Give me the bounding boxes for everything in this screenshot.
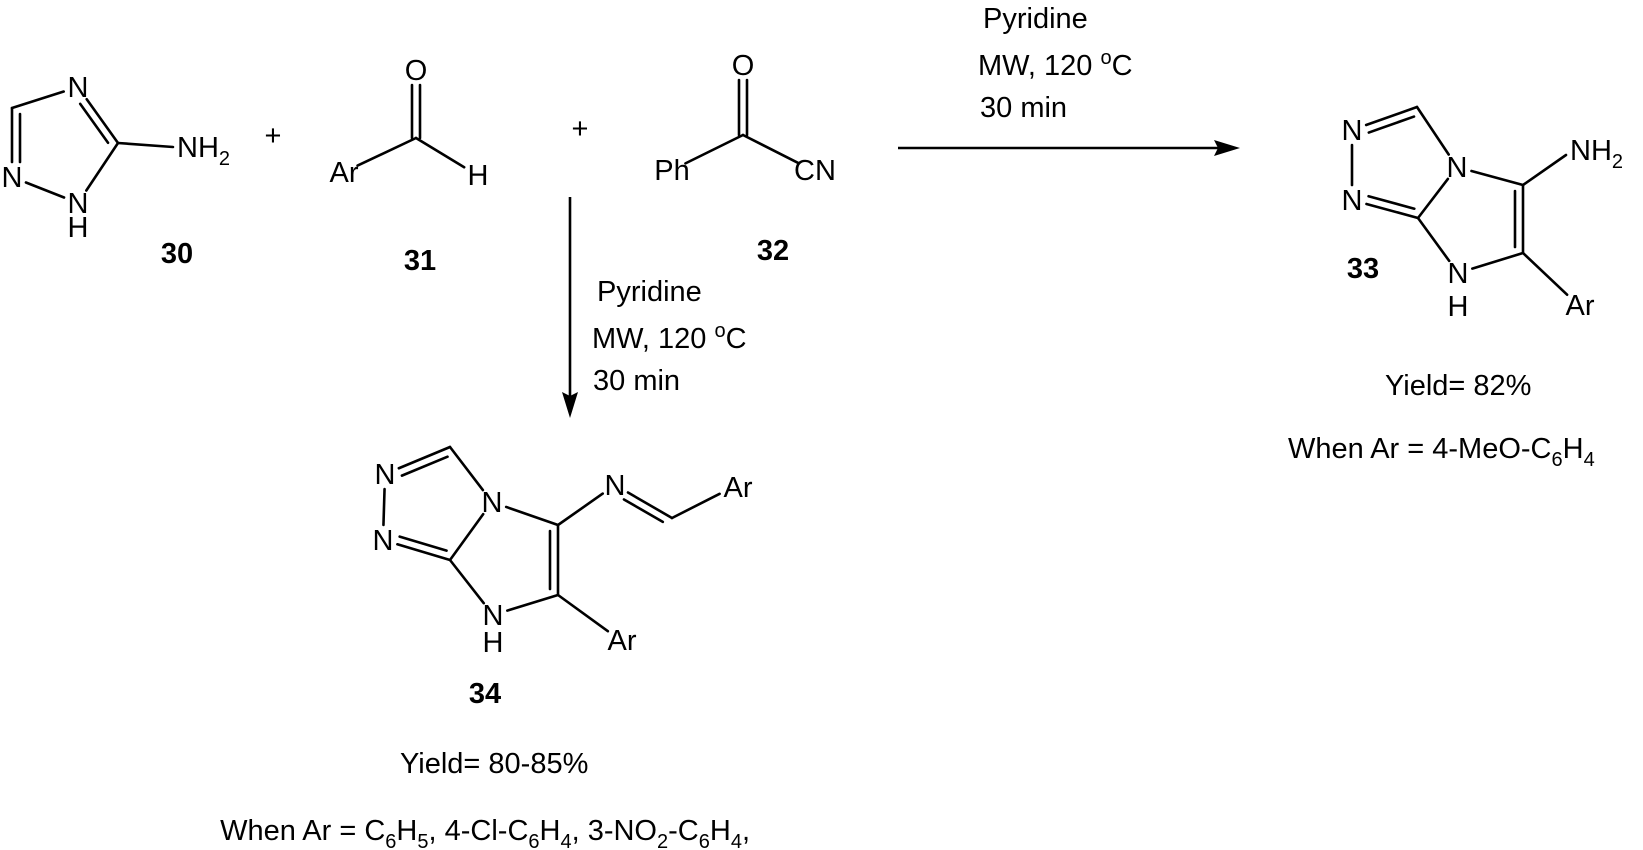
- bond: [1367, 115, 1416, 134]
- atom-n1: N: [2, 162, 23, 194]
- bond: [670, 492, 721, 520]
- atom-n2: N: [373, 525, 394, 557]
- bond: [24, 181, 66, 199]
- bond: [556, 593, 610, 633]
- bond: [85, 141, 120, 192]
- bond: [1470, 169, 1525, 187]
- bond: [504, 505, 560, 527]
- compound-31: O Ar H 31: [330, 55, 489, 277]
- bond: [741, 133, 800, 165]
- aryl-group: Ar: [330, 157, 359, 189]
- bond: [356, 136, 418, 167]
- bond: [1521, 153, 1568, 187]
- compound-33: N N N N H NH2 Ar 33 Yield= 82% When Ar =…: [1288, 115, 1623, 471]
- atom-o: O: [405, 55, 428, 87]
- substituent-condition: When Ar = C6H5, 4-Cl-C6H4, 3-NO2-C6H4,: [220, 815, 750, 850]
- atom-nh: N: [1448, 258, 1469, 290]
- bond: [1415, 105, 1450, 156]
- substituent-condition: When Ar = 4-MeO-C6H4: [1288, 433, 1595, 471]
- conditions-vertical: Pyridine MW, 120 oC 30 min: [592, 276, 747, 397]
- time-label: 30 min: [593, 365, 680, 397]
- compound-30: N N N H NH2 30: [2, 72, 230, 270]
- bond: [400, 455, 449, 477]
- bond: [396, 542, 452, 562]
- amino-group: NH2: [1570, 135, 1623, 173]
- bond: [397, 445, 452, 470]
- compound-32: O Ph CN 32: [654, 50, 836, 267]
- reaction-arrow-horizontal: [898, 140, 1240, 156]
- bond: [684, 133, 745, 165]
- bond: [506, 593, 560, 612]
- bond: [78, 102, 110, 145]
- compound-number-32: 32: [757, 235, 789, 267]
- aryl-group-imine: Ar: [724, 472, 753, 504]
- bond: [448, 445, 485, 492]
- solvent-label: Pyridine: [597, 276, 702, 308]
- bond: [1365, 202, 1420, 220]
- bond: [1367, 194, 1416, 211]
- plus-sign: +: [265, 120, 282, 152]
- compound-number-31: 31: [404, 245, 436, 277]
- temperature-label: MW, 120 oC: [592, 320, 747, 355]
- aryl-group: Ar: [608, 625, 637, 657]
- bond: [448, 512, 485, 562]
- bond: [1471, 251, 1525, 270]
- compound-number-34: 34: [469, 678, 501, 710]
- atom-h: H: [68, 212, 89, 244]
- temperature-label: MW, 120 oC: [978, 47, 1133, 82]
- bond: [382, 487, 386, 527]
- atom-n1: N: [375, 459, 396, 491]
- bond: [626, 491, 674, 520]
- compound-number-33: 33: [1347, 253, 1379, 285]
- atom-h: H: [483, 627, 504, 659]
- atom-o: O: [732, 50, 755, 82]
- reaction-arrow-vertical: [562, 197, 578, 418]
- aryl-group: Ar: [1566, 290, 1595, 322]
- atom-n2: N: [1342, 185, 1363, 217]
- conditions-horizontal: Pyridine MW, 120 oC 30 min: [978, 3, 1133, 124]
- bond: [398, 535, 448, 552]
- yield-label: Yield= 82%: [1385, 370, 1531, 402]
- bond: [1364, 105, 1419, 127]
- bond: [85, 97, 120, 145]
- amino-group: NH2: [177, 132, 230, 170]
- bond: [1416, 216, 1451, 263]
- atom-nh: N: [483, 600, 504, 632]
- bond: [116, 141, 175, 149]
- time-label: 30 min: [980, 92, 1067, 124]
- atom-n-imine: N: [605, 470, 626, 502]
- arrow-head: [1214, 140, 1240, 156]
- atom-n1: N: [1342, 115, 1363, 147]
- bond: [1416, 177, 1450, 220]
- cyano-group: CN: [794, 155, 836, 187]
- phenyl-group: Ph: [654, 155, 689, 187]
- bond: [10, 90, 66, 110]
- atom-n-bridge: N: [1447, 152, 1468, 184]
- compound-number-30: 30: [161, 238, 193, 270]
- yield-label: Yield= 80-85%: [400, 748, 588, 780]
- solvent-label: Pyridine: [983, 3, 1088, 35]
- arrow-head: [562, 392, 578, 418]
- atom-n2: N: [68, 188, 89, 220]
- bond: [414, 136, 466, 169]
- atom-n4: N: [68, 72, 89, 104]
- atom-h: H: [468, 160, 489, 192]
- bond: [622, 498, 665, 524]
- bonds-layer: [10, 78, 1569, 633]
- bond: [1521, 251, 1569, 296]
- bond: [448, 558, 486, 605]
- atom-h: H: [1448, 291, 1469, 323]
- bond: [556, 492, 605, 527]
- plus-sign: +: [572, 113, 589, 145]
- compound-34: N N N N Ar N H Ar 34 Yield= 80-85% When …: [220, 459, 753, 850]
- atom-n-bridge: N: [482, 487, 503, 519]
